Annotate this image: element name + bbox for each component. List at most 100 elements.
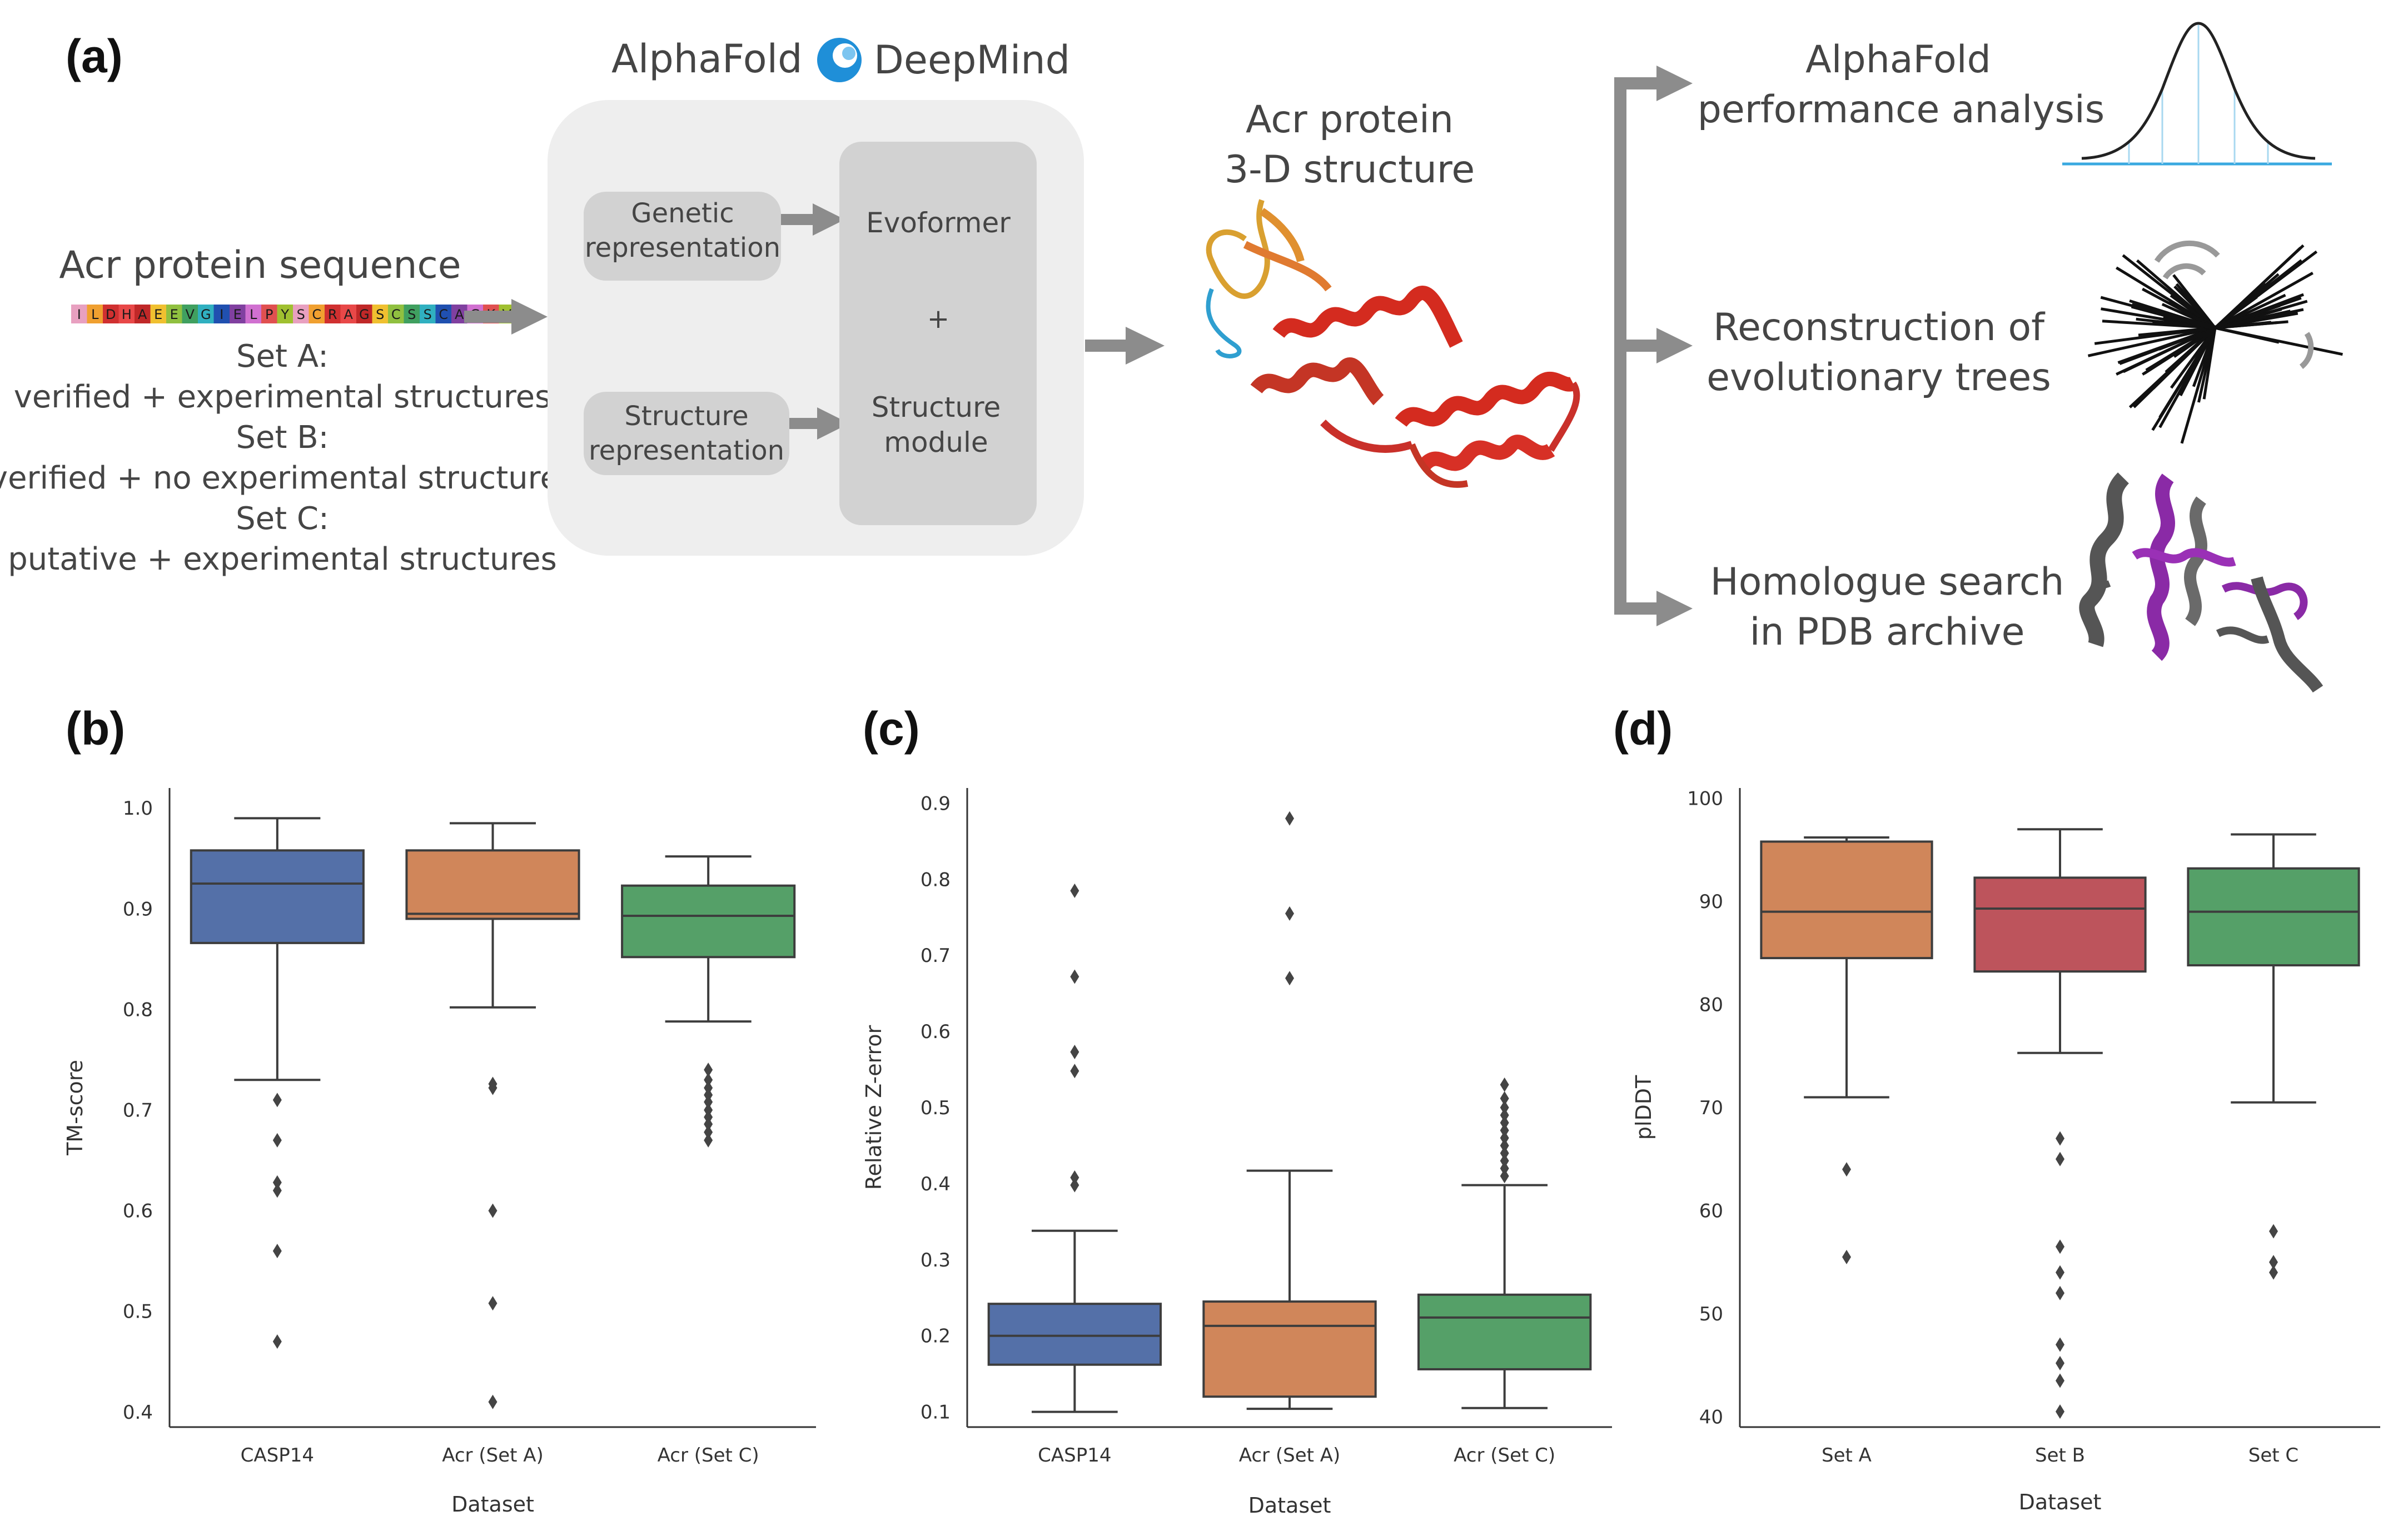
sequence-residue: A: [138, 307, 147, 322]
arrow-icon: [789, 407, 849, 440]
y-tick-label: 0.6: [921, 1021, 951, 1043]
sequence-strip: ILDHAEEVGIELPYSCRAGSCSSCAGKV: [71, 305, 515, 323]
y-tick-label: 0.4: [921, 1173, 951, 1195]
box-iqr: [987, 1303, 1162, 1366]
set-line: verified + no experimental structures: [0, 460, 575, 496]
sequence-residue-cell: [71, 305, 87, 323]
outlier-point: [1070, 883, 1079, 898]
tree-branch: [2142, 287, 2216, 330]
x-axis-title: Dataset: [2019, 1490, 2102, 1514]
sequence-residue: C: [439, 307, 448, 322]
outlier-point: [1285, 906, 1294, 921]
outlier-point: [1070, 1045, 1079, 1060]
deepmind-logo-icon: [817, 38, 862, 82]
x-tick-label: Set B: [2035, 1444, 2085, 1467]
y-tick-label: 0.5: [123, 1301, 153, 1323]
y-tick-label: 0.7: [921, 945, 951, 967]
sequence-residue: A: [344, 307, 354, 322]
box-iqr: [405, 849, 580, 920]
panel-label-c: (c): [863, 702, 920, 755]
tree-branch: [2215, 326, 2280, 344]
set-line: Set A:: [236, 338, 329, 375]
sequence-residue: I: [77, 307, 81, 322]
arrow-icon: [1656, 591, 1693, 626]
outlier-point: [272, 1133, 282, 1148]
x-tick-label: Set C: [2248, 1444, 2298, 1467]
tree-branch: [2128, 327, 2216, 408]
arrow-icon: [1656, 66, 1693, 101]
sequence-residue-cell: [309, 305, 325, 323]
sequence-residue-cell: [388, 305, 404, 323]
box-iqr: [1973, 876, 2147, 973]
outlier-point: [1500, 1153, 1509, 1168]
outlier-point: [1070, 1064, 1079, 1079]
outlier-point: [704, 1116, 713, 1131]
y-tick-label: 60: [1699, 1200, 1723, 1222]
sequence-residue-cell: [135, 305, 151, 323]
y-tick-label: 70: [1699, 1097, 1723, 1119]
set-line: Set C:: [236, 501, 329, 537]
outlier-point: [488, 1296, 497, 1311]
arrow-icon: [464, 299, 548, 335]
y-tick-label: 0.3: [921, 1249, 951, 1271]
box-iqr: [190, 849, 365, 944]
tree-branch: [2173, 285, 2216, 329]
structure-representation-box: [584, 392, 789, 475]
outlier-point: [1500, 1138, 1509, 1153]
sequence-residue: R: [328, 307, 337, 322]
outlier-point: [2056, 1239, 2064, 1254]
outlier-point: [1070, 969, 1079, 984]
tree-branch: [2142, 326, 2216, 376]
structure-module-line: Structure: [872, 391, 1001, 423]
y-axis-title: plDDT: [1631, 1075, 1656, 1140]
sequence-residue: D: [106, 307, 116, 322]
set-descriptions: Set A: verified + experimental structure…: [0, 338, 575, 577]
x-tick-label: CASP14: [1038, 1444, 1111, 1467]
panel-label-d: (d): [1613, 702, 1673, 755]
tree-arc: [2162, 263, 2206, 280]
outlier-point: [1500, 1100, 1509, 1115]
output-label: AlphaFold: [1805, 38, 1991, 82]
outlier-point: [2056, 1265, 2064, 1280]
tree-branch: [2202, 327, 2217, 400]
y-tick-label: 0.5: [921, 1097, 951, 1119]
tree-branch: [2151, 327, 2217, 431]
deepmind-header: DeepMind: [874, 37, 1070, 83]
schematic-panel: (a) AlphaFold DeepMind Acr protein seque…: [0, 22, 2343, 693]
set-line: verified + experimental structures: [14, 379, 551, 415]
sequence-residue-cell: [103, 305, 119, 323]
sequence-residue-cell: [230, 305, 246, 323]
x-tick-label: Set A: [1822, 1444, 1872, 1467]
y-tick-label: 0.2: [921, 1325, 951, 1348]
sequence-residue-cell: [420, 305, 436, 323]
outlier-point: [1500, 1161, 1509, 1176]
sequence-residue-cell: [182, 305, 198, 323]
tree-branch: [2102, 320, 2216, 330]
outlier-point: [272, 1183, 282, 1198]
tree-branch: [2214, 272, 2314, 330]
sequence-residue-cell: [277, 305, 293, 323]
sequence-residue: I: [220, 307, 223, 322]
sequence-residue-cell: [356, 305, 372, 323]
y-tick-label: 0.9: [921, 792, 951, 815]
outlier-point: [488, 1394, 497, 1409]
structure-module-line: module: [884, 426, 988, 458]
branch-bracket: [1614, 66, 1693, 626]
y-tick-label: 0.4: [123, 1402, 153, 1424]
y-tick-label: 100: [1687, 788, 1723, 810]
x-tick-label: Acr (Set A): [442, 1444, 544, 1467]
box-iqr: [1760, 840, 1933, 960]
y-axis-title: Relative Z-error: [862, 1025, 886, 1190]
y-tick-label: 1.0: [123, 797, 153, 820]
outlier-point: [704, 1125, 713, 1140]
sequence-residue: E: [154, 307, 162, 322]
sequence-residue: E: [170, 307, 178, 322]
sequence-residue: L: [250, 307, 257, 322]
outlier-point: [488, 1080, 497, 1095]
y-axis-title: TM-score: [63, 1060, 87, 1156]
tree-branch: [2214, 293, 2286, 330]
sequence-residue: S: [424, 307, 432, 322]
structure-title-line: 3-D structure: [1225, 148, 1475, 192]
sequence-residue-cell: [404, 305, 420, 323]
